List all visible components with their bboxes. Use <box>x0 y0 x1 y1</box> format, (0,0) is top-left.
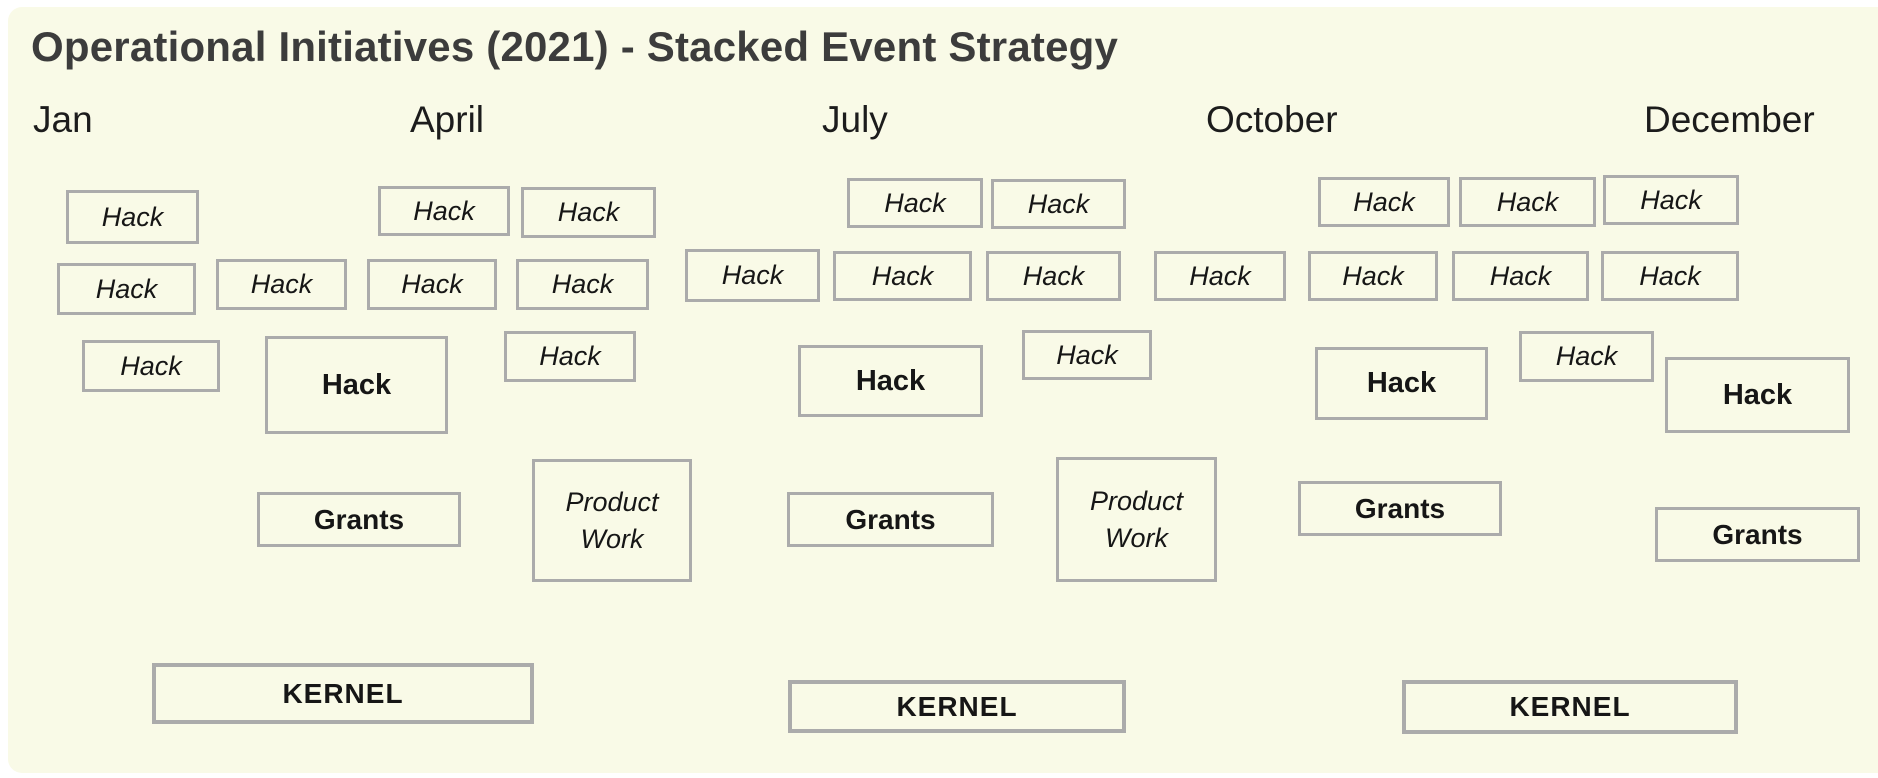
box-hack-small-jan: Hack <box>216 259 347 310</box>
box-grants-december: Grants <box>1655 507 1860 562</box>
box-hack-small-october: Hack <box>1519 331 1654 382</box>
box-grants-april: Grants <box>257 492 461 547</box>
box-hack-small-april: Hack <box>378 186 510 236</box>
month-label-july: July <box>822 99 888 140</box>
box-product-july: Product Work <box>1056 457 1217 582</box>
box-hack-small-jan: Hack <box>66 190 199 244</box>
box-hack-small-jan: Hack <box>82 340 220 392</box>
box-hack-small-july: Hack <box>685 249 820 302</box>
box-hack-small-july: Hack <box>986 251 1121 301</box>
box-hack-small-october: Hack <box>1154 251 1286 301</box>
box-hack-small-october: Hack <box>1601 251 1739 301</box>
box-hack-big-july: Hack <box>798 345 983 417</box>
month-label-december: December <box>1644 99 1815 140</box>
box-grants-october: Grants <box>1298 481 1502 536</box>
month-label-april: April <box>410 99 485 140</box>
box-hack-small-july: Hack <box>833 251 972 301</box>
month-label-october: October <box>1206 99 1338 140</box>
box-product-april: Product Work <box>532 459 692 582</box>
box-hack-small-october: Hack <box>1318 177 1450 227</box>
diagram-title: Operational Initiatives (2021) - Stacked… <box>31 23 1119 70</box>
box-hack-big-october: Hack <box>1315 347 1488 420</box>
box-hack-small-october: Hack <box>1308 251 1438 301</box>
box-kernel-q1: KERNEL <box>152 663 534 724</box>
box-hack-small-july: Hack <box>1022 330 1152 380</box>
box-hack-small-october: Hack <box>1459 177 1596 227</box>
box-kernel-q4: KERNEL <box>1402 680 1738 734</box>
box-hack-big-december: Hack <box>1665 357 1850 433</box>
box-hack-small-april: Hack <box>516 259 649 310</box>
box-hack-small-april: Hack <box>504 331 636 382</box>
month-label-jan: Jan <box>33 99 93 140</box>
box-kernel-q3: KERNEL <box>788 680 1126 733</box>
box-hack-small-jan: Hack <box>57 263 196 315</box>
box-hack-small-october: Hack <box>1452 251 1589 301</box>
box-hack-small-april: Hack <box>367 259 497 310</box>
box-hack-big-april: Hack <box>265 336 448 434</box>
box-hack-small-july: Hack <box>991 179 1126 229</box>
box-grants-july: Grants <box>787 492 994 547</box>
box-hack-small-april: Hack <box>521 187 656 238</box>
box-hack-small-october: Hack <box>1603 175 1739 225</box>
diagram-canvas: Operational Initiatives (2021) - Stacked… <box>8 7 1878 773</box>
box-hack-small-july: Hack <box>847 178 983 228</box>
